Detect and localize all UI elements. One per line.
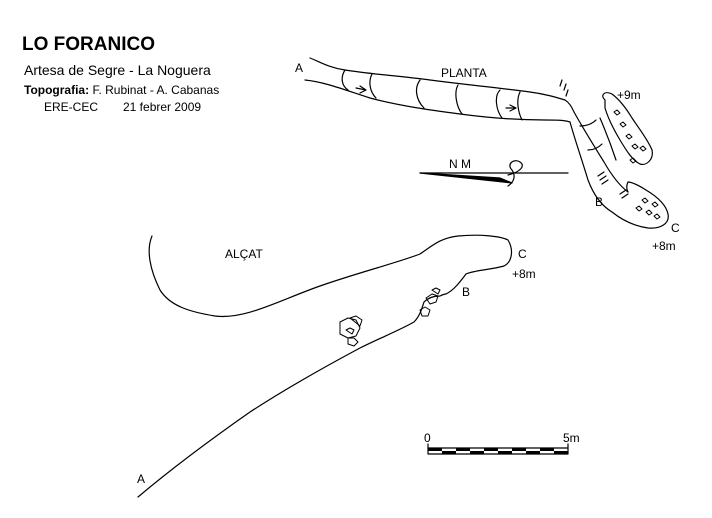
plan-section-ticks bbox=[341, 69, 603, 151]
survey-date: 21 febrer 2009 bbox=[123, 100, 202, 114]
plan-branch-up bbox=[602, 92, 653, 165]
club-text: ERE-CEC bbox=[44, 100, 99, 114]
section-title: ALÇAT bbox=[225, 247, 263, 261]
section-label-c-depth: +8m bbox=[512, 267, 536, 281]
survey-title: LO FORANICO bbox=[22, 34, 155, 55]
section-boulders bbox=[339, 315, 363, 347]
plan-chamber-c bbox=[611, 181, 669, 229]
scale-bar bbox=[427, 443, 569, 455]
plan-view bbox=[304, 57, 669, 229]
plan-wall-lower bbox=[304, 79, 571, 123]
section-label-b: B bbox=[462, 285, 470, 299]
scale-label-start: 0 bbox=[424, 431, 431, 445]
section-label-c: C bbox=[518, 247, 527, 261]
north-label: N M bbox=[449, 157, 471, 171]
section-profile-floor bbox=[137, 293, 447, 498]
plan-title: PLANTA bbox=[441, 66, 487, 80]
north-arrow bbox=[419, 160, 569, 187]
plan-flow-arrow-1 bbox=[355, 85, 367, 94]
plan-branch-link bbox=[599, 117, 617, 161]
section-blocks-b bbox=[419, 287, 441, 317]
plan-wall-bend-left bbox=[569, 121, 613, 213]
scale-label-end: 5m bbox=[563, 431, 580, 445]
plan-label-branch-depth: +9m bbox=[617, 88, 641, 102]
location-text: Artesa de Segre - La Noguera bbox=[24, 62, 211, 78]
topography-credit: Topografia: F. Rubinat - A. Cabanas bbox=[24, 84, 219, 96]
topography-authors: F. Rubinat - A. Cabanas bbox=[92, 83, 220, 97]
plan-wall-bend-right bbox=[573, 111, 629, 193]
section-view bbox=[137, 234, 513, 498]
plan-label-b: B bbox=[595, 195, 603, 209]
plan-label-c-depth: +8m bbox=[652, 239, 676, 253]
plan-label-a: A bbox=[295, 61, 303, 75]
plan-blocks bbox=[613, 109, 661, 220]
plan-label-c: C bbox=[671, 221, 680, 235]
topography-label: Topografia: bbox=[24, 83, 90, 97]
plan-junction-hatch bbox=[597, 171, 629, 199]
section-profile-upper bbox=[148, 234, 513, 318]
plan-flow-arrow-2 bbox=[505, 104, 517, 112]
section-label-a: A bbox=[137, 472, 145, 486]
plan-inlet-mark bbox=[559, 79, 569, 97]
